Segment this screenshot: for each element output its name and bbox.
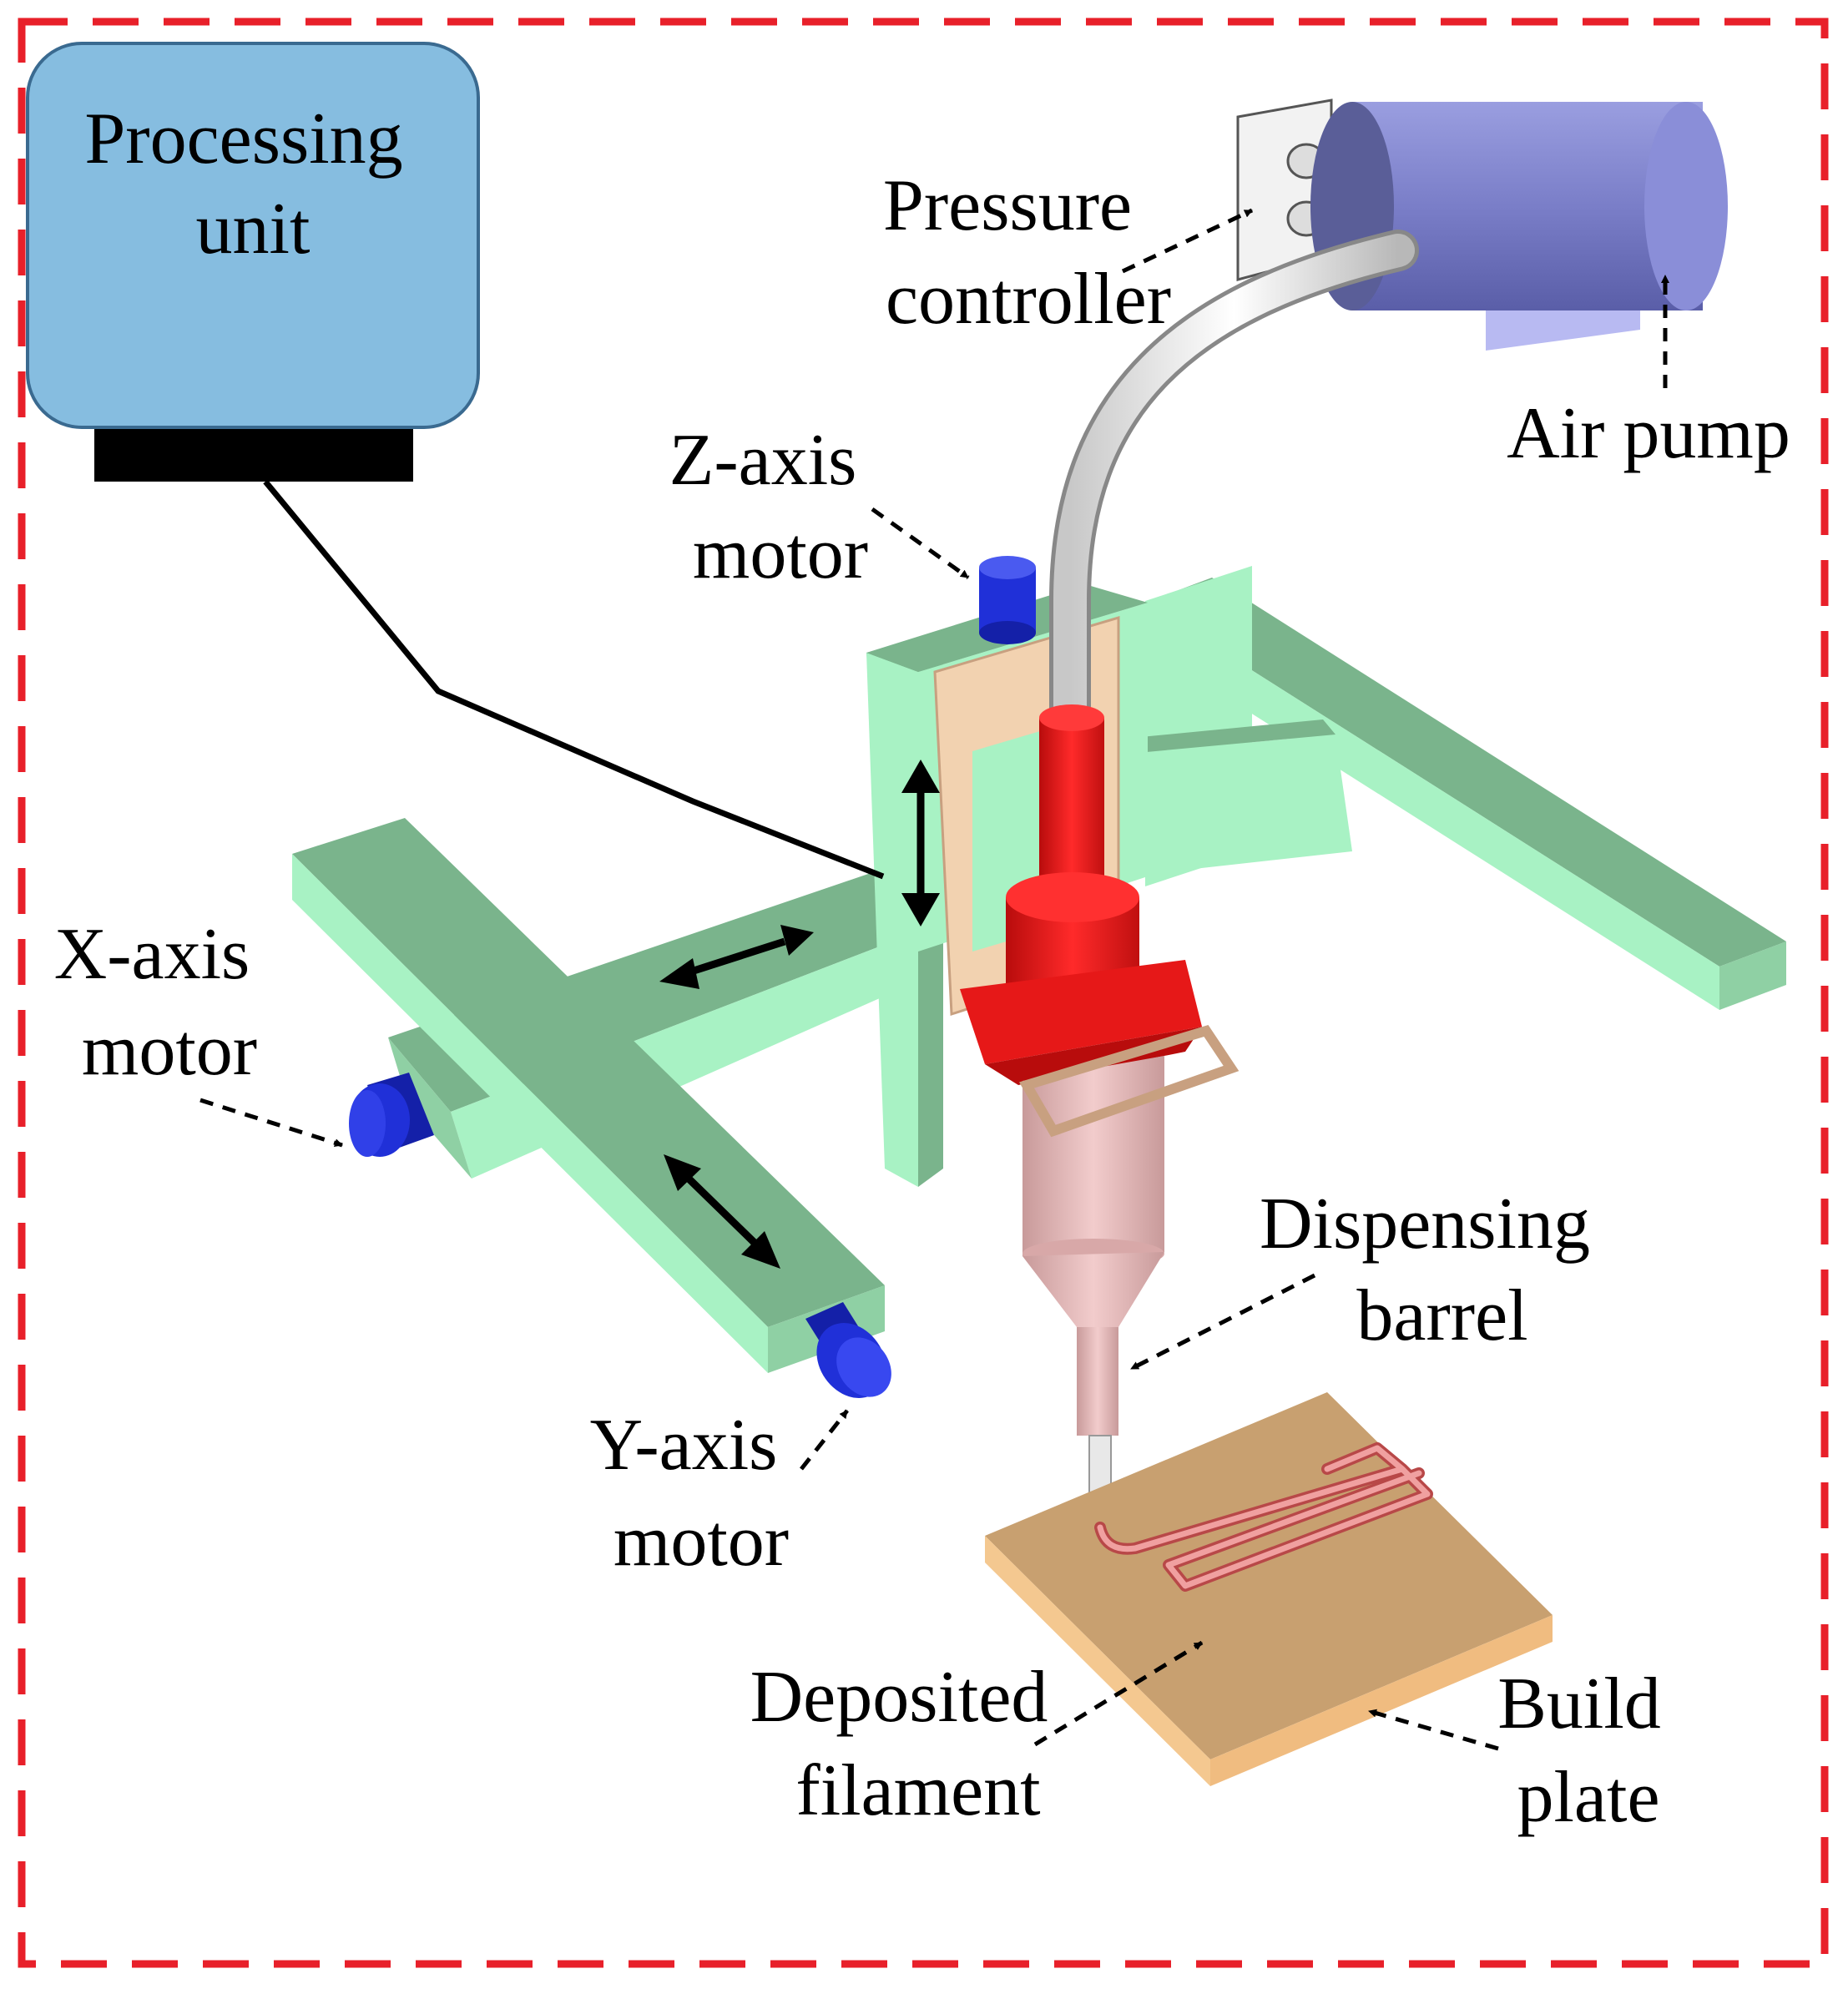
processing-unit	[26, 42, 480, 482]
barrel-clamp	[1018, 1024, 1240, 1138]
leader-dispensing-barrel	[1129, 1273, 1316, 1371]
leader-z-axis-motor	[871, 507, 970, 580]
build-plate	[985, 1392, 1553, 1786]
outer-frame	[18, 18, 1829, 1968]
label-x-axis-motor: X-axis motor	[54, 914, 269, 1091]
label-y-axis-motor: Y-axis motor	[590, 1405, 796, 1582]
control-cable	[263, 479, 885, 880]
rear-gantry	[1098, 566, 1786, 1010]
x-axis-motor	[349, 1073, 434, 1157]
leader-deposited-filament	[1033, 1640, 1204, 1747]
leader-pressure-controller	[1121, 208, 1254, 274]
label-deposited-filament: Deposited filament	[750, 1657, 1067, 1831]
leader-arrows	[199, 208, 1669, 1751]
air-pump	[1310, 102, 1728, 351]
leader-x-axis-motor	[199, 1098, 343, 1148]
motion-arrows	[659, 760, 940, 1269]
leader-y-axis-motor	[800, 1409, 849, 1471]
label-z-axis-motor: Z-axis motor	[669, 420, 876, 594]
y-axis-motor	[805, 1302, 891, 1398]
nozzle-assembly	[960, 704, 1202, 1085]
label-build-plate: Build plate	[1497, 1663, 1679, 1838]
leader-build-plate	[1368, 1709, 1499, 1751]
dispensing-barrel	[1018, 1024, 1240, 1528]
label-air-pump: Air pump	[1507, 393, 1790, 474]
z-axis-motor	[979, 556, 1036, 644]
label-dispensing-barrel: Dispensing barrel	[1260, 1184, 1608, 1356]
label-processing-unit: Processing unit	[84, 98, 421, 270]
label-pressure-controller: Pressure controller	[883, 165, 1171, 340]
